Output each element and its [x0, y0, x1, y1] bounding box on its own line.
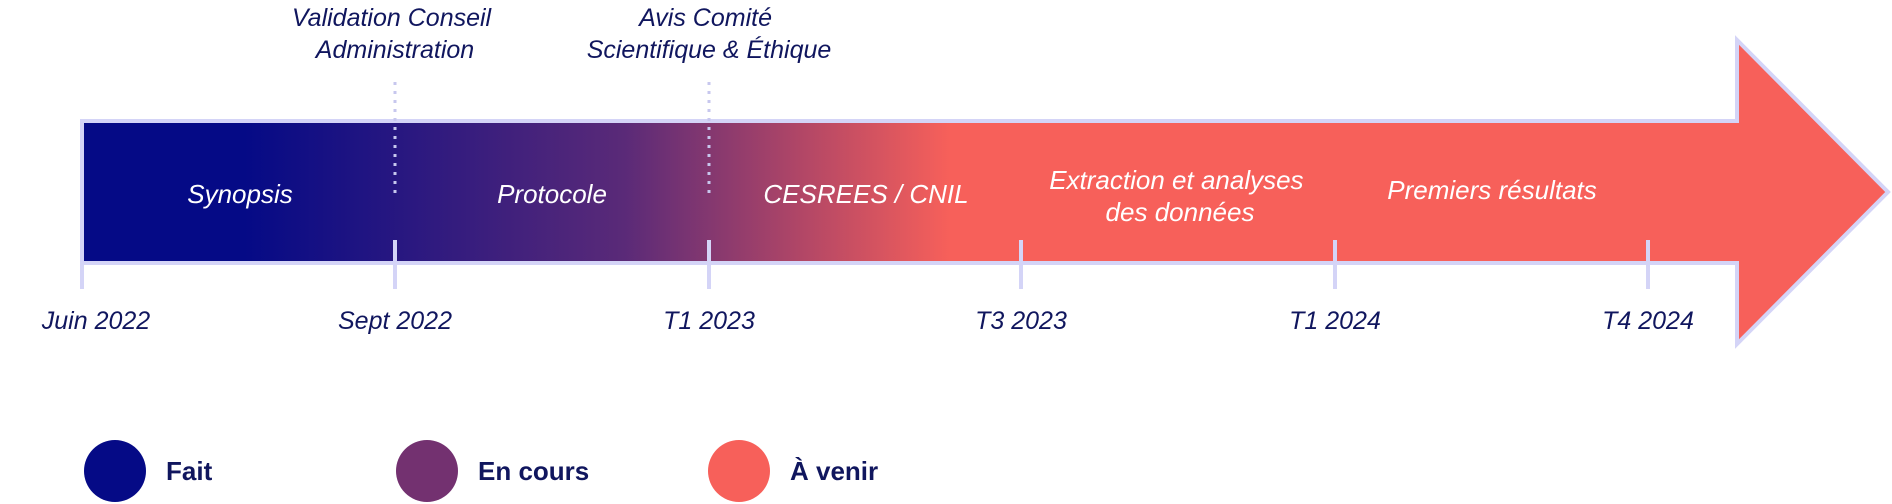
date-label-t4-2024: T4 2024: [1602, 307, 1694, 335]
date-label-t1-2023: T1 2023: [663, 307, 755, 335]
phase-label-protocole: Protocole: [497, 179, 607, 209]
milestone-label-1: Validation Conseil Administration: [292, 4, 498, 64]
phase-label-cesrees-cnil: CESREES / CNIL: [763, 179, 968, 209]
date-label-t1-2024: T1 2024: [1289, 307, 1381, 335]
legend-swatch-done: [84, 440, 146, 502]
legend-label-in-progress: En cours: [478, 456, 589, 486]
phase-label-synopsis: Synopsis: [187, 179, 293, 209]
milestone-label-2: Avis Comité Scientifique & Éthique: [587, 4, 832, 64]
date-label-juin-2022: Juin 2022: [41, 307, 151, 335]
legend: Fait En cours À venir: [84, 440, 878, 502]
phase-label-extraction: Extraction et analyses des données: [1049, 165, 1311, 227]
phase-label-premiers-resultats: Premiers résultats: [1387, 175, 1597, 205]
timeline-arrow: [80, 35, 1891, 349]
date-label-sept-2022: Sept 2022: [338, 307, 452, 335]
legend-label-done: Fait: [166, 456, 213, 486]
legend-swatch-in-progress: [396, 440, 458, 502]
legend-label-upcoming: À venir: [790, 456, 878, 486]
date-label-t3-2023: T3 2023: [975, 307, 1067, 335]
legend-swatch-upcoming: [708, 440, 770, 502]
